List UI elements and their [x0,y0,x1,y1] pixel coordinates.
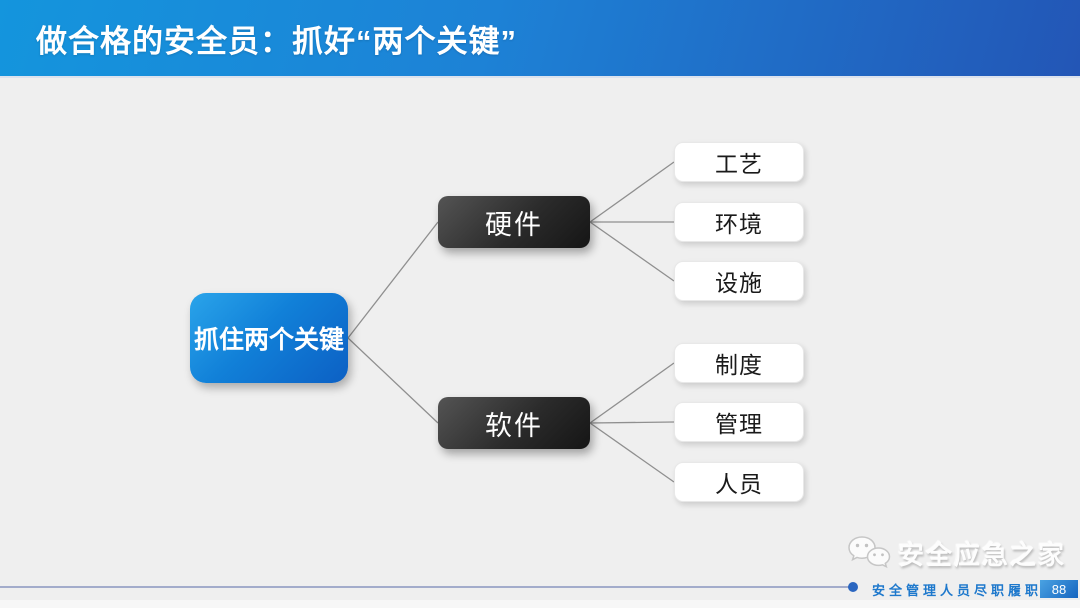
node-environment-label: 环境 [715,211,763,237]
page-number-badge: 88 [1040,580,1078,598]
node-environment: 环境 [674,202,804,242]
node-process: 工艺 [674,142,804,182]
node-facilities: 设施 [674,261,804,301]
node-management: 管理 [674,402,804,442]
node-management-label: 管理 [715,411,763,437]
node-facilities-label: 设施 [715,270,763,296]
slide-header: 做合格的安全员：抓好“两个关键” [0,0,1080,78]
footer-divider-line [0,586,850,588]
footer-caption: 安全管理人员尽职履职 [872,583,1043,598]
watermark-brand: 安全应急之家 [897,539,1066,570]
bottom-edge-strip [0,600,1080,608]
node-hardware: 硬件 [438,196,590,248]
node-rules: 制度 [674,343,804,383]
footer-bullet-dot [848,582,858,592]
watermark: 安全应急之家 [846,533,1066,573]
node-rules-label: 制度 [715,352,763,378]
node-root-label: 抓住两个关键 [193,326,344,354]
wechat-icon [846,533,892,573]
node-software: 软件 [438,397,590,449]
node-process-label: 工艺 [715,151,763,177]
node-personnel-label: 人员 [715,471,763,497]
node-personnel: 人员 [674,462,804,502]
node-software-label: 软件 [485,410,543,441]
page-title: 做合格的安全员：抓好“两个关键” [36,23,517,59]
node-hardware-label: 硬件 [485,209,543,240]
node-grasp-two-keys: 抓住两个关键 [190,293,348,383]
